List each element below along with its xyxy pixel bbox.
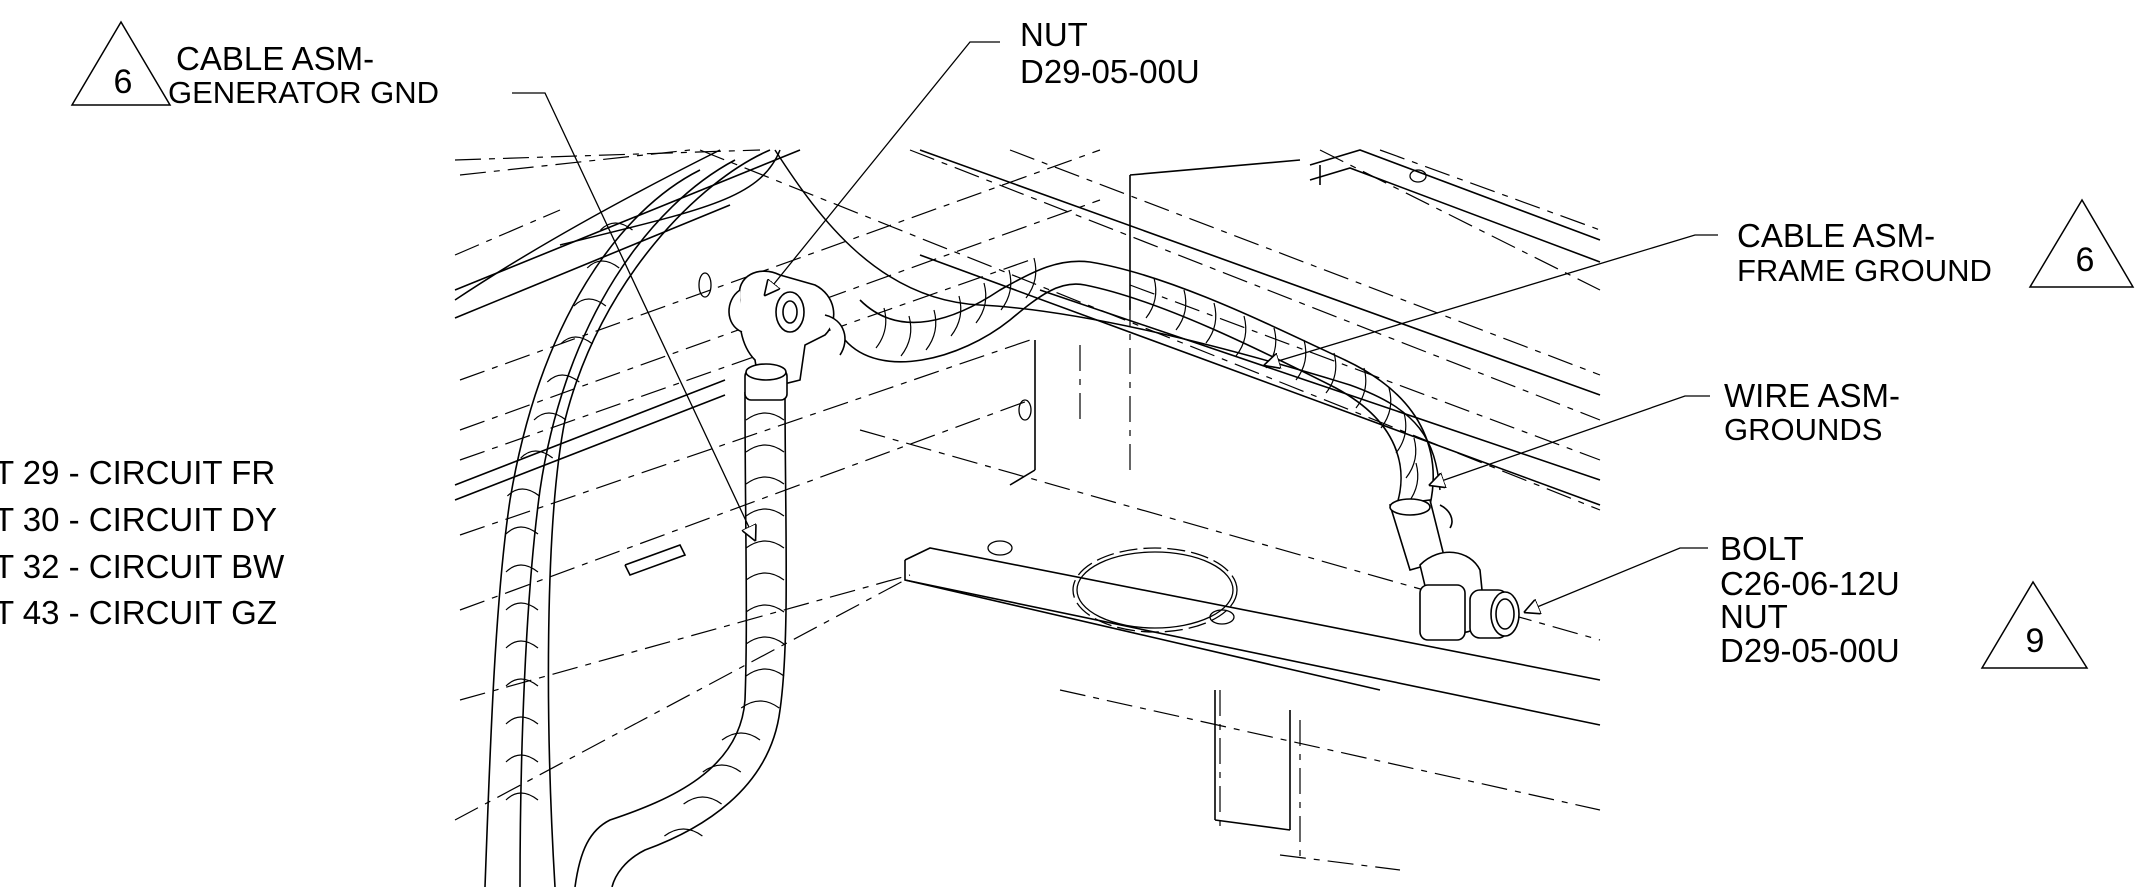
label-nut-top-line1: NUT <box>1020 16 1088 53</box>
wrap-stripe <box>1235 315 1247 357</box>
leader-lines <box>512 41 1718 612</box>
wrap-stripe <box>1380 387 1392 429</box>
leader-nut-top <box>765 41 1000 295</box>
wrap-stripe <box>533 412 567 421</box>
circuit-item: T 32 - CIRCUIT BW <box>0 548 285 585</box>
label-generator-gnd-line1: CABLE ASM- <box>176 40 374 77</box>
wrap-stripe <box>505 716 539 725</box>
wrap-stripe <box>664 828 703 837</box>
wrap-stripe <box>950 295 962 337</box>
wrap-stripe <box>1145 277 1157 319</box>
wrap-stripe <box>505 564 539 573</box>
label-bolt-line3: NUT <box>1720 598 1788 635</box>
terminal-lug-top <box>728 270 846 401</box>
leader-generator-gnd <box>512 92 755 540</box>
circuit-item: T 29 - CIRCUIT FR <box>0 454 275 491</box>
wrap-stripe <box>1000 269 1012 311</box>
wrap-stripe <box>745 572 785 581</box>
wrap-stripe <box>505 602 539 611</box>
wrap-stripe <box>1407 462 1419 504</box>
wrap-stripe <box>745 636 785 645</box>
wrap-stripe <box>745 412 785 421</box>
wrap-stripe <box>1025 257 1037 299</box>
frame-ground-cable <box>844 260 1434 511</box>
wrap-stripe <box>702 764 742 773</box>
wrap-stripe <box>745 668 785 677</box>
wrap-stripe <box>520 450 554 459</box>
wrap-stripe <box>745 604 785 613</box>
wrap-stripe <box>975 282 987 324</box>
label-bolt-line2: C26-06-12U <box>1720 565 1900 602</box>
cable-wrap-left <box>505 222 785 837</box>
wrap-stripe <box>1395 412 1407 454</box>
flag-triangle-frame <box>2028 198 2135 288</box>
wrap-stripe <box>1205 302 1217 344</box>
circuit-item: T 43 - CIRCUIT GZ <box>0 594 277 631</box>
wrap-stripe <box>875 307 887 349</box>
label-nut-top-line2: D29-05-00U <box>1020 53 1200 90</box>
wrap-stripe <box>900 315 912 357</box>
label-wire-asm-line1: WIRE ASM- <box>1724 377 1900 414</box>
wrap-stripe <box>745 444 785 453</box>
wrap-stripe <box>1175 289 1187 331</box>
flag-triangle-generator <box>70 20 172 106</box>
leader-bolt <box>1525 547 1708 612</box>
wrap-stripe <box>505 754 539 763</box>
wrap-stripe <box>683 796 722 805</box>
wrap-stripe <box>745 476 785 485</box>
wrap-stripe <box>1405 437 1417 479</box>
label-wire-asm-line2: GROUNDS <box>1724 412 1882 447</box>
label-frame-ground-line2: FRAME GROUND <box>1737 253 1992 288</box>
frame-structure <box>454 149 1601 831</box>
leader-wire-asm <box>1430 395 1710 485</box>
callout-labels: 6 CABLE ASM- GENERATOR GND NUT D29-05-00… <box>114 16 2095 669</box>
wrap-stripe <box>505 640 539 649</box>
flag-number-frame: 6 <box>2076 241 2095 279</box>
wire-asm-grounds <box>454 149 1441 491</box>
circuit-item: T 30 - CIRCUIT DY <box>0 501 277 538</box>
wrap-stripe <box>573 298 607 307</box>
wrap-stripe <box>505 678 539 687</box>
wrap-stripe <box>505 792 539 801</box>
wrap-stripe <box>546 374 580 383</box>
label-generator-gnd-line2: GENERATOR GND <box>168 75 439 110</box>
label-frame-ground-line1: CABLE ASM- <box>1737 217 1935 254</box>
flag-triangles <box>70 20 2135 669</box>
flag-triangle-bolt <box>1980 580 2089 669</box>
wrap-stripe <box>721 732 761 741</box>
circuit-list: T 29 - CIRCUIT FR T 30 - CIRCUIT DY T 32… <box>0 454 285 631</box>
wrap-stripe <box>505 526 539 535</box>
wrap-stripe <box>1355 367 1367 409</box>
label-bolt-line4: D29-05-00U <box>1720 632 1900 669</box>
leader-frame-ground <box>1265 234 1718 365</box>
wrap-stripe <box>745 540 785 549</box>
wrap-stripe <box>745 508 785 517</box>
wrap-stripe <box>506 488 540 497</box>
generator-ground-cable <box>484 149 788 888</box>
wrap-stripe <box>740 700 780 709</box>
label-bolt-line1: BOLT <box>1720 530 1804 567</box>
wrap-stripe <box>560 336 593 345</box>
plate-holes <box>698 169 1427 633</box>
wrap-stripe <box>925 309 937 351</box>
wrap-stripe <box>1295 339 1307 381</box>
hidden-lines <box>454 149 1601 871</box>
wrap-stripe <box>586 260 620 269</box>
terminal-lug-bottom <box>1388 498 1520 641</box>
flag-number-generator: 6 <box>114 63 133 101</box>
wrap-stripe <box>1325 352 1337 394</box>
flag-number-bolt: 9 <box>2026 622 2045 660</box>
